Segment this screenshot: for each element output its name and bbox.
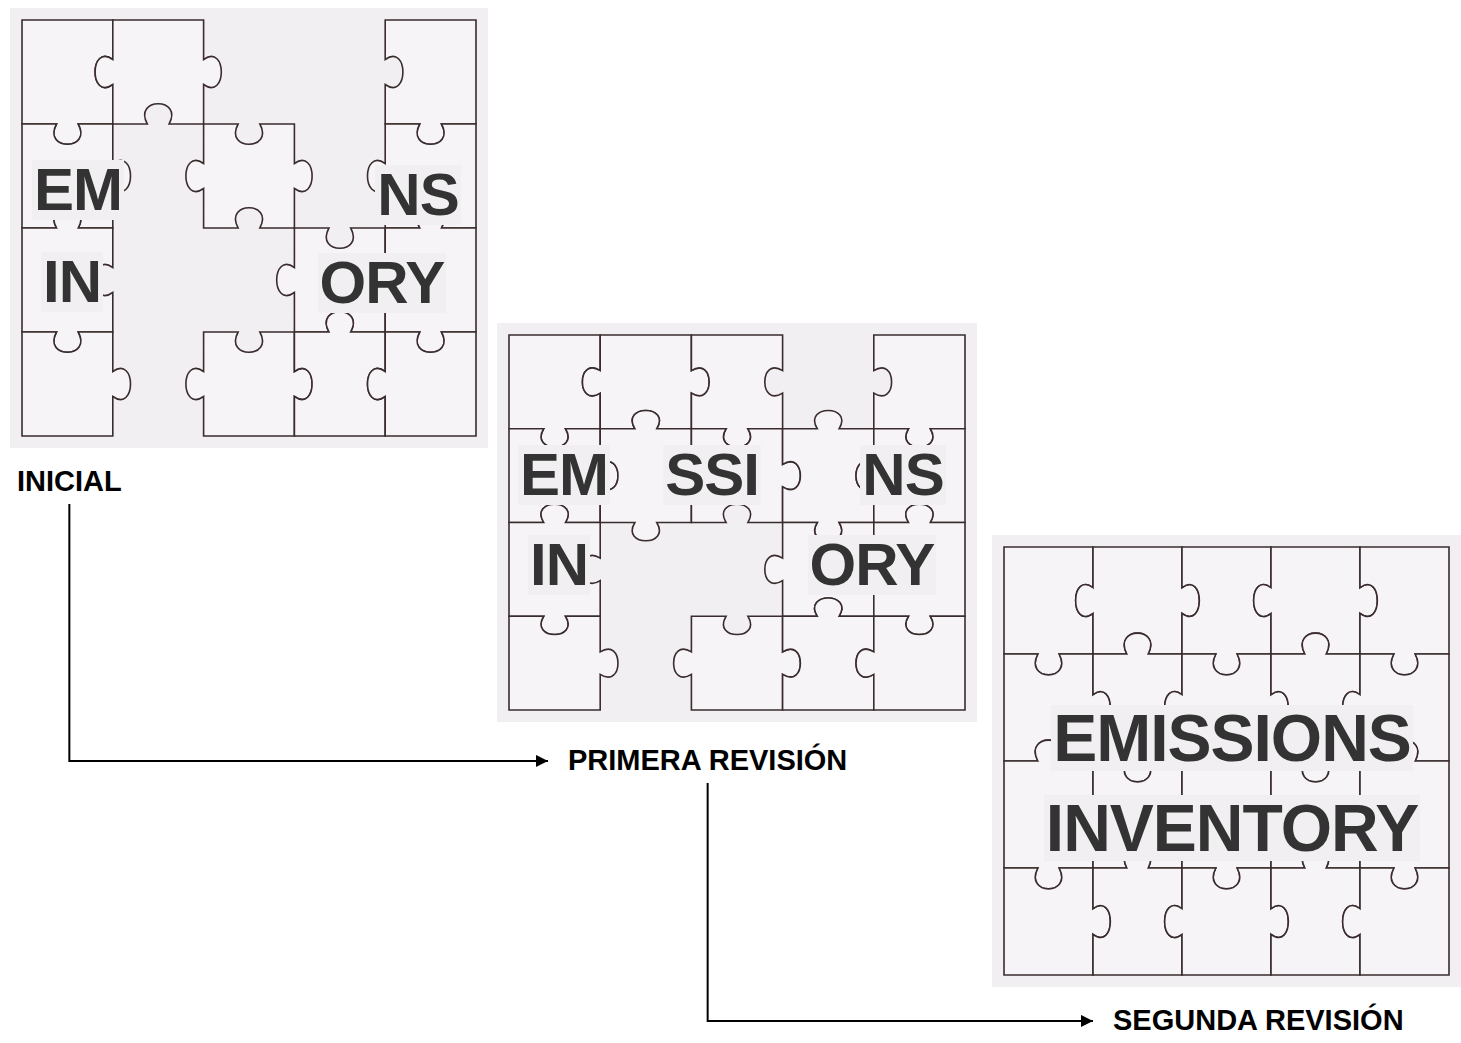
puzzle-ground [10,8,488,448]
stage-label: SEGUNDA REVISIÓN [1113,1005,1404,1037]
puzzle-word: ORY [318,253,447,313]
puzzle-piece [22,332,131,436]
puzzle-word: NS [375,165,460,225]
puzzle-word: EMISSIONS [1051,705,1413,771]
puzzle-word: IN [41,252,103,312]
puzzle-ground [992,535,1461,987]
puzzle-piece [856,616,965,710]
flow-arrow [708,783,1093,1021]
puzzle-piece [1165,868,1289,975]
puzzle-word: INVENTORY [1044,795,1420,861]
puzzle-piece [367,124,476,228]
puzzle-piece [509,504,600,634]
puzzle-piece [186,124,312,228]
flow-arrow [69,504,548,761]
puzzle-piece [22,208,113,353]
stage-label: PRIMERA REVISIÓN [568,745,847,777]
puzzle-piece [186,332,312,436]
puzzle-word: IN [528,535,590,595]
puzzle-word: ORY [808,535,937,595]
stage-title: PRIMERA REVISIÓN [568,745,847,777]
stage-title: INICIAL [17,466,122,498]
puzzle-word: EM [518,445,610,505]
puzzle-piece [95,20,221,124]
puzzle-piece [22,124,131,228]
puzzle-piece [509,616,618,710]
stage-title: SEGUNDA REVISIÓN [1113,1005,1404,1037]
puzzle-ground [497,323,977,722]
puzzle-piece [674,616,801,710]
stage-label: INICIAL [17,466,122,498]
puzzle-word: EM [32,160,124,220]
puzzle-piece [1343,868,1449,975]
puzzle-word: SSI [663,445,761,505]
puzzle-piece [367,332,476,436]
puzzle-word: NS [860,445,945,505]
